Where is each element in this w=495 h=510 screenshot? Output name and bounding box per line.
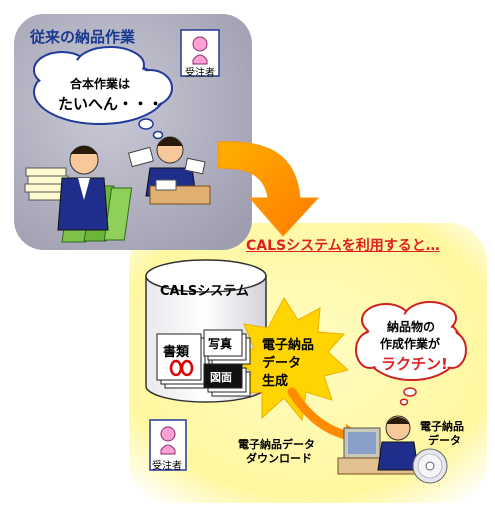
document-cards xyxy=(156,329,251,397)
before-bubble-line2: たいへん・・・ xyxy=(58,95,164,113)
cals-system-label: CALSシステム xyxy=(160,284,249,299)
after-title: CALSシステムを利用すると… xyxy=(246,238,440,254)
data-line1: 電子納品 xyxy=(420,420,464,433)
generate-line2: データ xyxy=(262,356,302,371)
after-thought-bubble xyxy=(355,301,467,406)
after-person-icon xyxy=(149,419,187,471)
data-line2: データ xyxy=(428,434,461,447)
doc-zumen-label: 図面 xyxy=(210,371,232,384)
after-bubble-line1: 納品物の xyxy=(387,320,436,334)
after-role-label: 受注者 xyxy=(152,461,182,472)
transition-arrow xyxy=(217,141,320,237)
generate-line1: 電子納品 xyxy=(262,338,315,353)
after-bubble-line2: 作成作業が xyxy=(380,337,441,351)
generate-line3: 生成 xyxy=(262,374,289,389)
before-role-label: 受注者 xyxy=(185,68,215,79)
after-bubble-line3: ラクチン! xyxy=(381,355,448,373)
cd-disc-icon xyxy=(412,448,448,484)
computer-user-illustration xyxy=(337,415,425,475)
doc-shashin-label: 写真 xyxy=(208,337,233,351)
download-line2: ダウンロード xyxy=(246,452,312,465)
worker-scene-illustration xyxy=(24,136,211,243)
before-person-icon xyxy=(180,29,220,77)
before-bubble-line1: 合本作業は xyxy=(70,77,131,91)
before-title: 従来の納品作業 xyxy=(30,28,136,46)
before-thought-bubble xyxy=(33,46,173,140)
download-line1: 電子納品データ xyxy=(238,438,315,451)
doc-shorui-label: 書類 xyxy=(163,345,190,360)
